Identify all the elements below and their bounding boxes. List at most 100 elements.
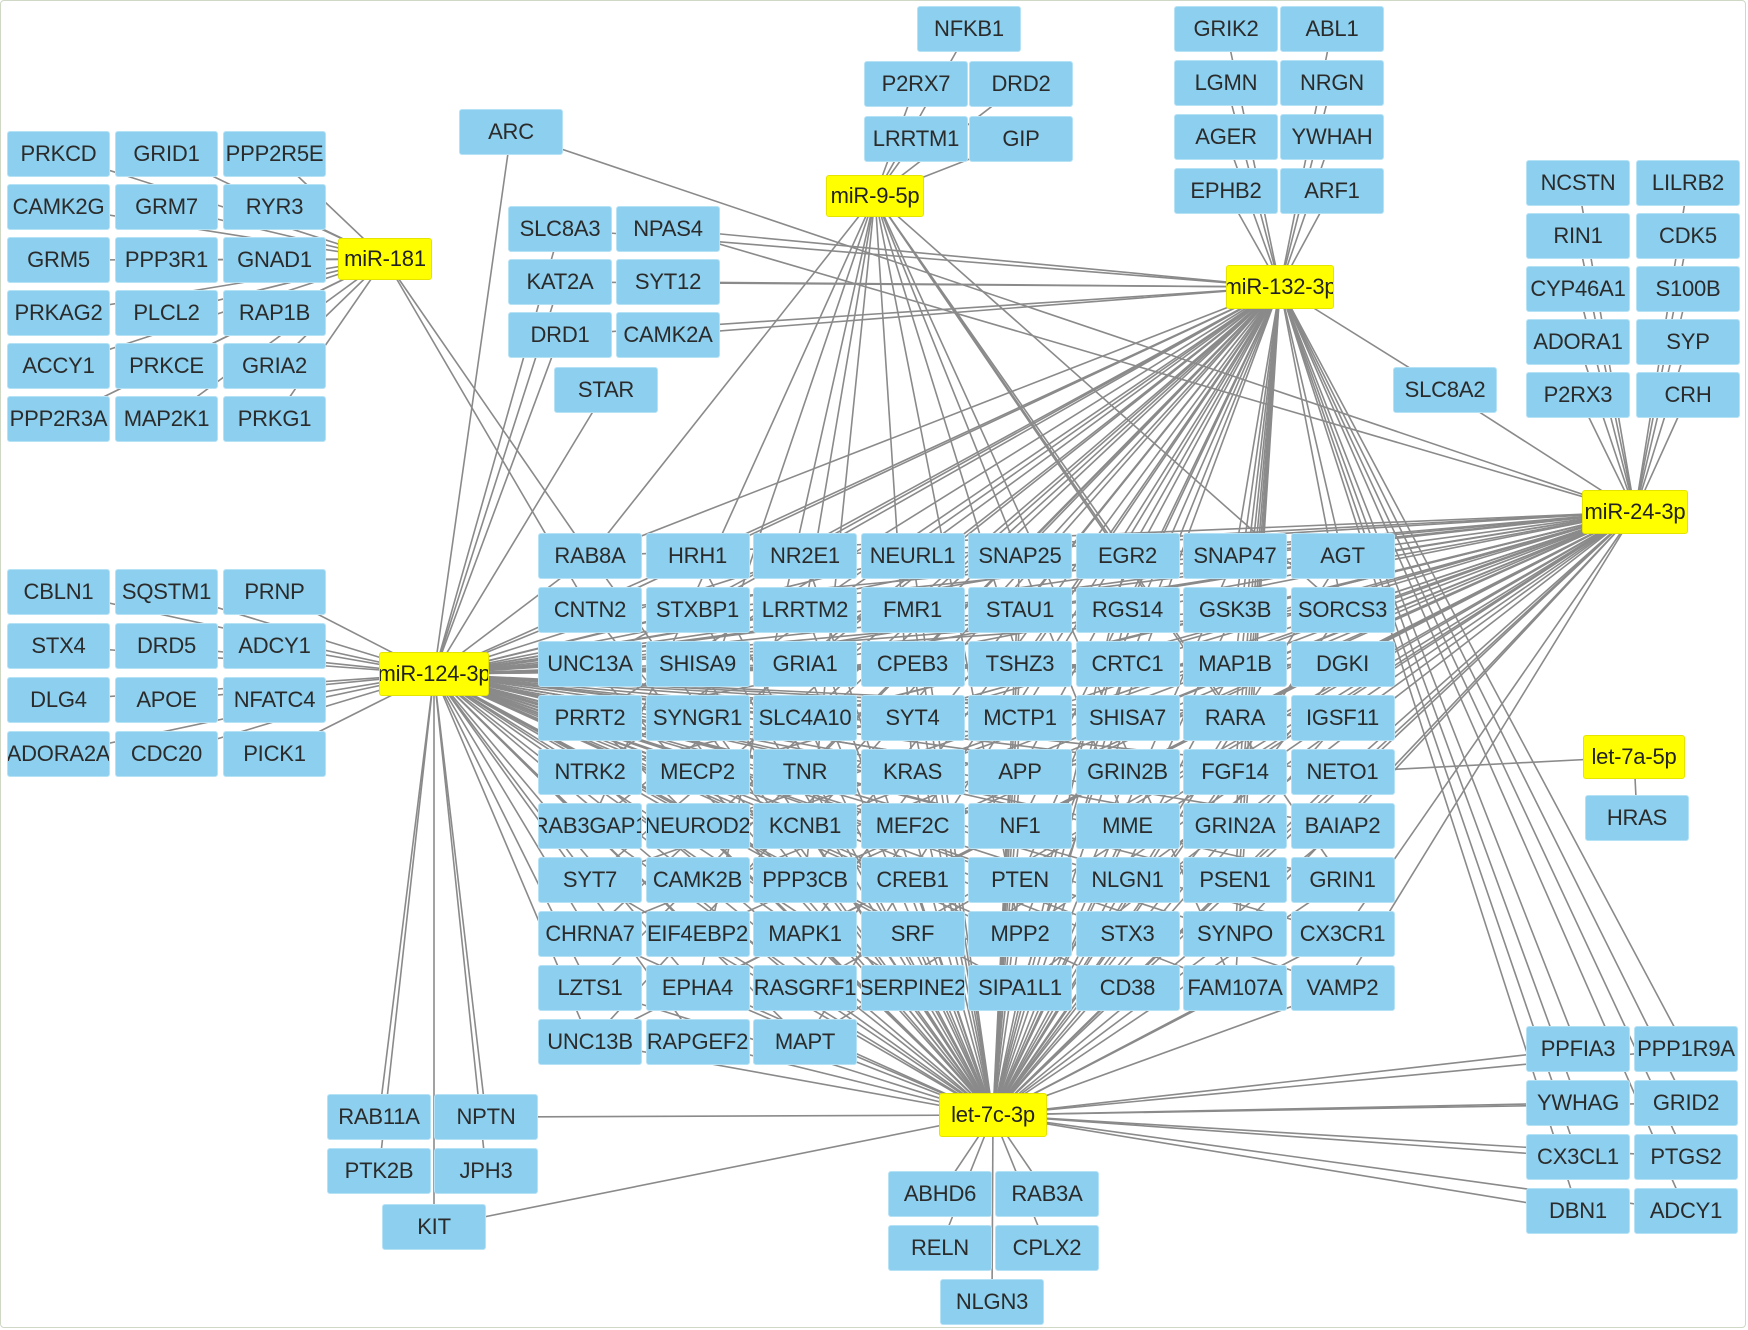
interaction-edge <box>433 673 487 1118</box>
gene-node: FMR1 <box>860 587 965 633</box>
interaction-edge <box>1279 286 1579 1158</box>
interaction-edge <box>1279 286 1687 1050</box>
mirna-node: miR-24-3p <box>1582 490 1688 534</box>
interaction-edge <box>166 258 386 420</box>
gene-node: GRIA2 <box>223 343 326 389</box>
gene-node: SYT12 <box>616 259 720 305</box>
gene-node: PPP3CB <box>753 857 857 903</box>
gene-node: SHISA9 <box>645 641 750 687</box>
interaction-edge <box>384 258 591 557</box>
interaction-edge <box>1234 286 1281 557</box>
gene-node: ARF1 <box>1280 168 1384 214</box>
interaction-edge <box>1019 286 1281 773</box>
gene-node: EPHA4 <box>645 965 750 1011</box>
interaction-edge <box>991 1114 994 1303</box>
gene-node: CAMK2G <box>7 184 110 230</box>
interaction-edge <box>378 673 435 1118</box>
gene-node: SHISA7 <box>1075 695 1180 741</box>
gene-node: NETO1 <box>1290 749 1395 795</box>
interaction-edge <box>804 286 1281 557</box>
gene-node: VAMP2 <box>1290 965 1395 1011</box>
gene-node: CPEB3 <box>860 641 965 687</box>
gene-node: CHRNA7 <box>538 911 642 957</box>
gene-node: SLC8A3 <box>508 206 612 252</box>
gene-node: GRM5 <box>7 237 110 283</box>
gene-node: GRIN2A <box>1183 803 1287 849</box>
gene-node: S100B <box>1636 266 1740 312</box>
gene-node: LILRB2 <box>1636 160 1740 206</box>
gene-node: NFATC4 <box>223 677 326 723</box>
gene-node: LRRTM1 <box>864 116 968 162</box>
gene-node: FGF14 <box>1183 749 1287 795</box>
gene-node: NTRK2 <box>538 749 642 795</box>
interaction-edge <box>1279 286 1687 1158</box>
gene-node: MME <box>1075 803 1180 849</box>
interaction-edge <box>510 131 1636 513</box>
gene-node: GRM7 <box>115 184 218 230</box>
gene-node: PTGS2 <box>1634 1134 1738 1180</box>
gene-node: PPFIA3 <box>1526 1026 1630 1072</box>
interaction-edge <box>992 933 1021 1116</box>
gene-node: RAPGEF2 <box>645 1019 750 1065</box>
gene-node: RARA <box>1183 695 1287 741</box>
gene-node: SERPINE2 <box>860 965 965 1011</box>
gene-node: KIT <box>382 1204 486 1250</box>
gene-node: APOE <box>115 677 218 723</box>
gene-node: DRD5 <box>115 623 218 669</box>
gene-node: NCSTN <box>1526 160 1630 206</box>
interaction-edge <box>874 195 1021 665</box>
interaction-edge <box>1279 286 1579 1050</box>
gene-node: GRIA1 <box>753 641 857 687</box>
mirna-node: miR-124-3p <box>379 652 489 696</box>
gene-node: STAR <box>554 367 658 413</box>
gene-node: BAIAP2 <box>1290 803 1395 849</box>
gene-node: HRH1 <box>645 533 750 579</box>
gene-node: P2RX7 <box>864 61 968 107</box>
interaction-edge <box>58 206 386 260</box>
gene-node: GRID1 <box>115 131 218 177</box>
gene-node: SORCS3 <box>1290 587 1395 633</box>
gene-node: CX3CR1 <box>1290 911 1395 957</box>
gene-node: CRTC1 <box>1075 641 1180 687</box>
interaction-edge <box>992 1114 1579 1212</box>
gene-node: MCTP1 <box>968 695 1072 741</box>
gene-node: NFKB1 <box>917 6 1021 52</box>
gene-node: PTEN <box>968 857 1072 903</box>
gene-node: CAMK2A <box>616 312 720 358</box>
interaction-edge <box>273 258 386 420</box>
gene-node: JPH3 <box>434 1148 538 1194</box>
gene-node: LRRTM2 <box>753 587 857 633</box>
gene-node: AGT <box>1290 533 1395 579</box>
gene-node: LZTS1 <box>538 965 642 1011</box>
mirna-node: miR-181 <box>338 238 432 280</box>
gene-node: ABL1 <box>1280 6 1384 52</box>
gene-node: PTK2B <box>327 1148 431 1194</box>
gene-node: SIPA1L1 <box>968 965 1072 1011</box>
mirna-node: miR-9-5p <box>826 175 924 217</box>
interaction-edge <box>1577 341 1636 513</box>
gene-node: CDC20 <box>115 731 218 777</box>
gene-node: DBN1 <box>1526 1188 1630 1234</box>
gene-node: NPTN <box>434 1094 538 1140</box>
gene-node: PPP3R1 <box>115 237 218 283</box>
interaction-edge <box>992 933 1236 1116</box>
interaction-edge <box>874 28 970 197</box>
gene-node: ADORA2A <box>7 731 110 777</box>
gene-node: PRKG1 <box>223 396 326 442</box>
interaction-edge <box>433 334 561 675</box>
gene-node: RAB3GAP1 <box>538 803 642 849</box>
gene-node: MEF2C <box>860 803 965 849</box>
interaction-edge <box>378 673 435 1172</box>
gene-node: CAMK2B <box>645 857 750 903</box>
gene-node: GRID2 <box>1634 1080 1738 1126</box>
gene-node: PRKCD <box>7 131 110 177</box>
gene-node: P2RX3 <box>1526 372 1630 418</box>
gene-node: NEUROD2 <box>645 803 750 849</box>
gene-node: PPP2R5E <box>223 131 326 177</box>
gene-node: RYR3 <box>223 184 326 230</box>
gene-node: PRKCE <box>115 343 218 389</box>
gene-node: DGKI <box>1290 641 1395 687</box>
gene-node: KRAS <box>860 749 965 795</box>
interaction-edge <box>589 286 1281 557</box>
